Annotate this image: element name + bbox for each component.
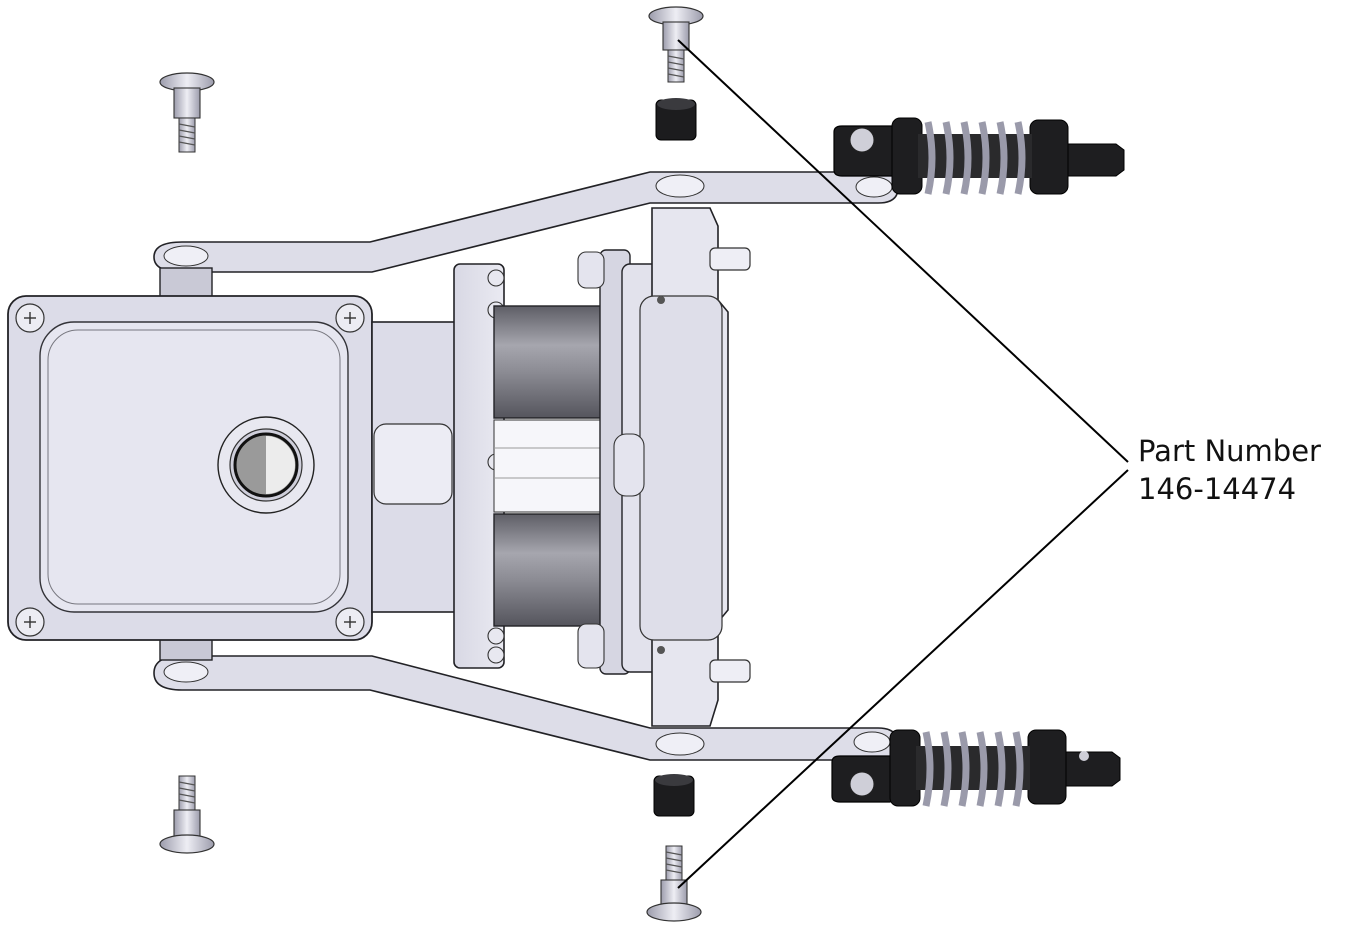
bolt-bottom-left [159,775,215,854]
upper-spring-shock [833,117,1125,195]
leader-line-upper [677,39,1129,463]
gearbox-housing [7,295,373,641]
bolt-top-center [648,6,704,83]
lower-spring-coils [922,731,1024,807]
bolt-bottom-center [646,845,702,922]
lower-spring-shock [831,729,1121,807]
callout-leader-lines [677,39,1129,889]
part-number-callout: Part Number 146-14474 [1138,432,1321,508]
leader-line-lower [677,469,1129,889]
lower-spacer [653,774,695,817]
part-number-value: 146-14474 [1138,472,1297,506]
callout-label-text: Part Number [1138,434,1321,468]
upper-spring-coils [924,121,1026,195]
lower-link-arm [153,631,899,761]
upper-spacer [655,98,697,141]
output-shaft [217,416,315,514]
housing-neck [371,321,457,613]
bolt-top-left [159,72,215,153]
upper-link-arm [153,171,899,299]
front-mount-plate [577,207,751,727]
